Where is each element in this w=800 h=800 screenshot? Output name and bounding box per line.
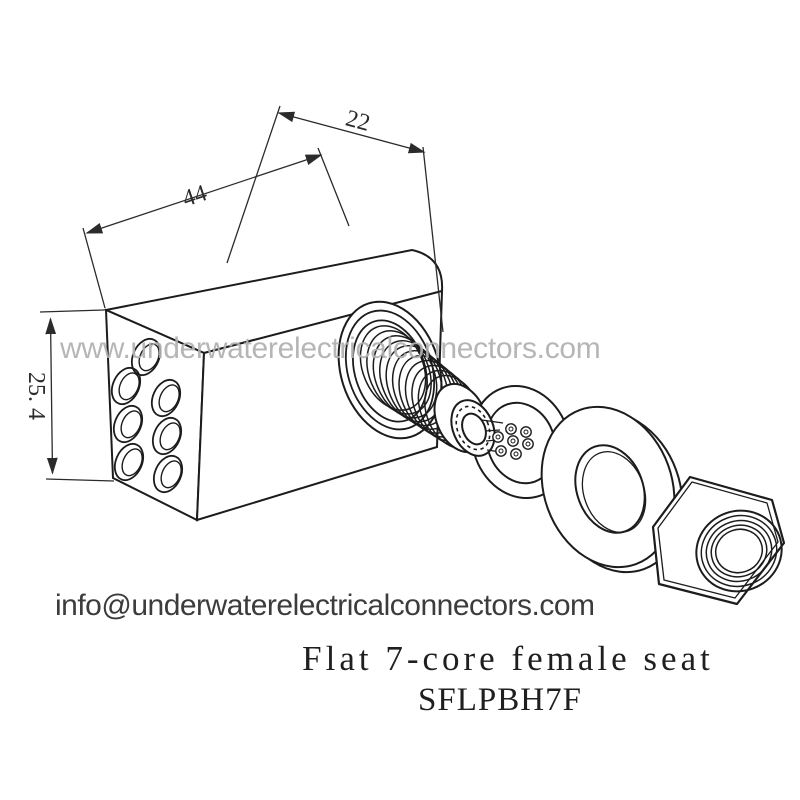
dimension-height-label: 25. 4	[23, 372, 49, 420]
contact-email: info@underwaterelectricalconnectors.com	[55, 589, 595, 622]
hex-nut	[651, 475, 786, 606]
pin-insert	[450, 399, 534, 460]
dimension-length-label: 44	[179, 180, 210, 212]
socket-holes	[110, 337, 184, 494]
flat-washer	[540, 405, 684, 574]
product-title: Flat 7-core female seat	[302, 639, 714, 678]
dimension-thread-label: 22	[343, 106, 373, 137]
contact-pins	[492, 423, 534, 460]
dimension-height: 25. 4	[23, 309, 115, 482]
dimension-length: 44	[82, 147, 350, 309]
dimension-thread-length: 22	[226, 106, 444, 333]
watermark-text: www.underwaterelectricalconnectors.com	[59, 332, 601, 365]
product-model: SFLPBH7F	[418, 682, 582, 718]
